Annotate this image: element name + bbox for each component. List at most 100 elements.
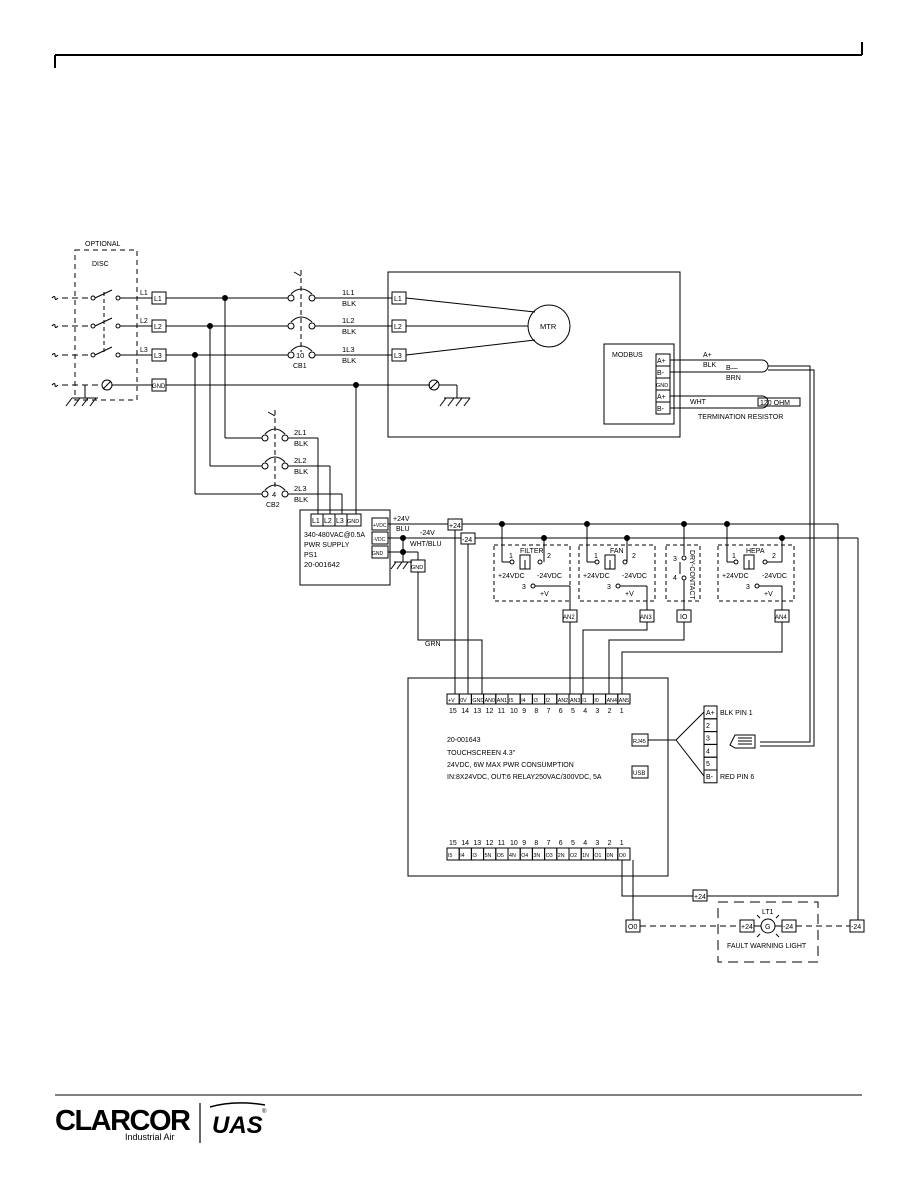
hepa-sensor: HEPA 1 2 +24VDC -24VDC 3 +V AN4 bbox=[621, 524, 795, 694]
label-labels-blu: BLU bbox=[396, 526, 410, 533]
label-labels-l3: L3 bbox=[154, 353, 162, 360]
bottom-terminal-label: 2N bbox=[558, 853, 565, 859]
top-terminal-label: AN5 bbox=[619, 698, 629, 704]
top-terminal-label: AN4 bbox=[607, 698, 617, 704]
top-terminal-number: 4 bbox=[583, 708, 587, 715]
dry-contact-label: DRY-CONTACT bbox=[688, 550, 695, 600]
label-labels-blk: BLK bbox=[342, 356, 356, 365]
label-labels-bm: B- bbox=[657, 370, 665, 377]
clarcor-logo: CLARCOR Industrial Air UAS ® bbox=[55, 1102, 267, 1143]
cb2-breaker: 4 CB2 2L1 BLK 2L2 BLK 2L3 BLK bbox=[194, 298, 357, 514]
bottom-terminal-number: 10 bbox=[510, 840, 518, 847]
label-labels-n3: 3 bbox=[746, 584, 750, 591]
header-rule bbox=[54, 42, 863, 68]
bottom-terminal-number: 3 bbox=[595, 840, 599, 847]
label-labels-m24: -24 bbox=[851, 924, 861, 931]
top-terminal-number: 8 bbox=[534, 708, 538, 715]
label-labels-n2: 2 bbox=[547, 553, 551, 560]
disc-label: DISC bbox=[92, 261, 109, 268]
ps-name: PWR SUPPLY bbox=[304, 542, 350, 549]
ts-part: 20-001643 bbox=[447, 737, 481, 744]
label-labels-p24: +24 bbox=[694, 894, 706, 901]
bottom-terminal-label: 4N bbox=[509, 853, 516, 859]
label-labels-io: IO bbox=[680, 614, 688, 621]
bottom-terminal-number: 15 bbox=[449, 840, 457, 847]
modbus-label: MODBUS bbox=[612, 352, 643, 359]
bottom-terminal-label: O1 bbox=[594, 853, 601, 859]
ps-spec: 340-480VAC@0.5A bbox=[304, 532, 365, 539]
label-labels-p24vdc: +24VDC bbox=[722, 573, 749, 580]
label-labels-brn: BRN bbox=[726, 375, 741, 382]
rj45-pin-label: 3 bbox=[706, 736, 710, 743]
bottom-terminal-number: 6 bbox=[559, 840, 563, 847]
l3-in-label: L3 bbox=[140, 347, 148, 354]
label-labels-fan: FAN bbox=[610, 548, 624, 555]
label-labels-n1: 1 bbox=[594, 553, 598, 560]
top-terminal-number: 2 bbox=[608, 708, 612, 715]
top-terminal-number: 3 bbox=[595, 708, 599, 715]
optional-disconnect: OPTIONAL DISC L1 L2 L3 bbox=[51, 241, 152, 407]
label-labels-n2: 2 bbox=[632, 553, 636, 560]
label-labels-blk-pin: BLK PIN 1 bbox=[720, 710, 753, 717]
bottom-terminal-label: O3 bbox=[546, 853, 553, 859]
bottom-terminal-label: I5 bbox=[448, 853, 452, 859]
bottom-terminal-label: I3 bbox=[472, 853, 476, 859]
bottom-terminal-label: O0 bbox=[619, 853, 626, 859]
label-labels-lt1: LT1 bbox=[762, 909, 774, 916]
rj45-pin-label: 4 bbox=[706, 748, 710, 755]
bottom-terminal bbox=[617, 847, 631, 861]
bottom-terminal-number: 12 bbox=[486, 840, 494, 847]
label-labels-blk: BLK bbox=[294, 467, 308, 476]
label-labels-l2l3: 2L3 bbox=[294, 484, 307, 493]
bottom-terminal-number: 2 bbox=[608, 840, 612, 847]
l1-in-label: L1 bbox=[140, 290, 148, 297]
brand-sub: Industrial Air bbox=[125, 1132, 175, 1142]
label-labels-usb: USB bbox=[633, 771, 645, 777]
label-labels-n1: 1 bbox=[509, 553, 513, 560]
label-labels-m24vdc: -24VDC bbox=[762, 573, 787, 580]
top-terminal-strip: +V150V14GND13AN012AN111I510I49I38I27AN26… bbox=[446, 693, 631, 715]
label-labels-n3: 3 bbox=[607, 584, 611, 591]
top-terminal-number: 9 bbox=[522, 708, 526, 715]
label-labels-pv: +V bbox=[540, 591, 549, 598]
bottom-terminal-number: 11 bbox=[498, 840, 505, 847]
bottom-terminal-number: 7 bbox=[547, 840, 551, 847]
bottom-terminal-number: 14 bbox=[461, 840, 469, 847]
label-labels-p24v: +24V bbox=[393, 516, 410, 523]
label-labels-ap: A+ bbox=[657, 394, 666, 401]
touchscreen-controller: +V150V14GND13AN012AN111I510I49I38I27AN26… bbox=[407, 677, 669, 877]
cb1-number: 10 bbox=[296, 351, 304, 360]
rj45-pin-label: 2 bbox=[706, 723, 710, 730]
fault-light-label: FAULT WARNING LIGHT bbox=[727, 943, 807, 950]
label-labels-red-pin: RED PIN 6 bbox=[720, 774, 754, 781]
filter-sensor: FILTER 1 2 +24VDC -24VDC 3 +V AN2 bbox=[493, 524, 578, 694]
top-terminal-label: AN1 bbox=[497, 698, 507, 704]
label-labels-vdc-m: -VDC bbox=[373, 537, 386, 543]
top-terminal-number: 15 bbox=[449, 708, 457, 715]
ts-io: IN:8X24VDC, OUT:6 RELAY250VAC/300VDC, 5A bbox=[447, 774, 602, 781]
label-labels-wht: WHT bbox=[690, 399, 707, 406]
top-terminal-number: 10 bbox=[510, 708, 518, 715]
top-terminal-number: 7 bbox=[547, 708, 551, 715]
modbus-block: MODBUS A+ B- GND A+ B- A+ BLK B— BRN 120… bbox=[603, 343, 815, 747]
label-labels-ohm: 120 OHM bbox=[760, 400, 790, 407]
label-labels-m24v: -24V bbox=[420, 530, 435, 537]
rj45-pin bbox=[703, 769, 718, 784]
label-labels-an3: AN3 bbox=[640, 615, 652, 621]
optional-label: OPTIONAL bbox=[85, 241, 121, 248]
label-labels-gnd: GND bbox=[347, 519, 359, 525]
label-labels-gnd: GND bbox=[372, 551, 384, 557]
label-labels-m24: -24 bbox=[783, 924, 793, 931]
fault-light-wiring: +24 O0 +24 G LT1 -24 FAULT WARNING LIGHT… bbox=[621, 860, 865, 963]
label-labels-blk: BLK bbox=[294, 439, 308, 448]
top-terminal-number: 13 bbox=[473, 708, 481, 715]
motor-label: MTR bbox=[540, 322, 557, 331]
main-feeders bbox=[166, 295, 430, 388]
label-labels-hepa: HEPA bbox=[746, 548, 765, 555]
top-terminal-label: GND bbox=[472, 698, 484, 704]
label-labels-n2: 2 bbox=[772, 553, 776, 560]
label-labels-bminus: B— bbox=[726, 365, 738, 372]
